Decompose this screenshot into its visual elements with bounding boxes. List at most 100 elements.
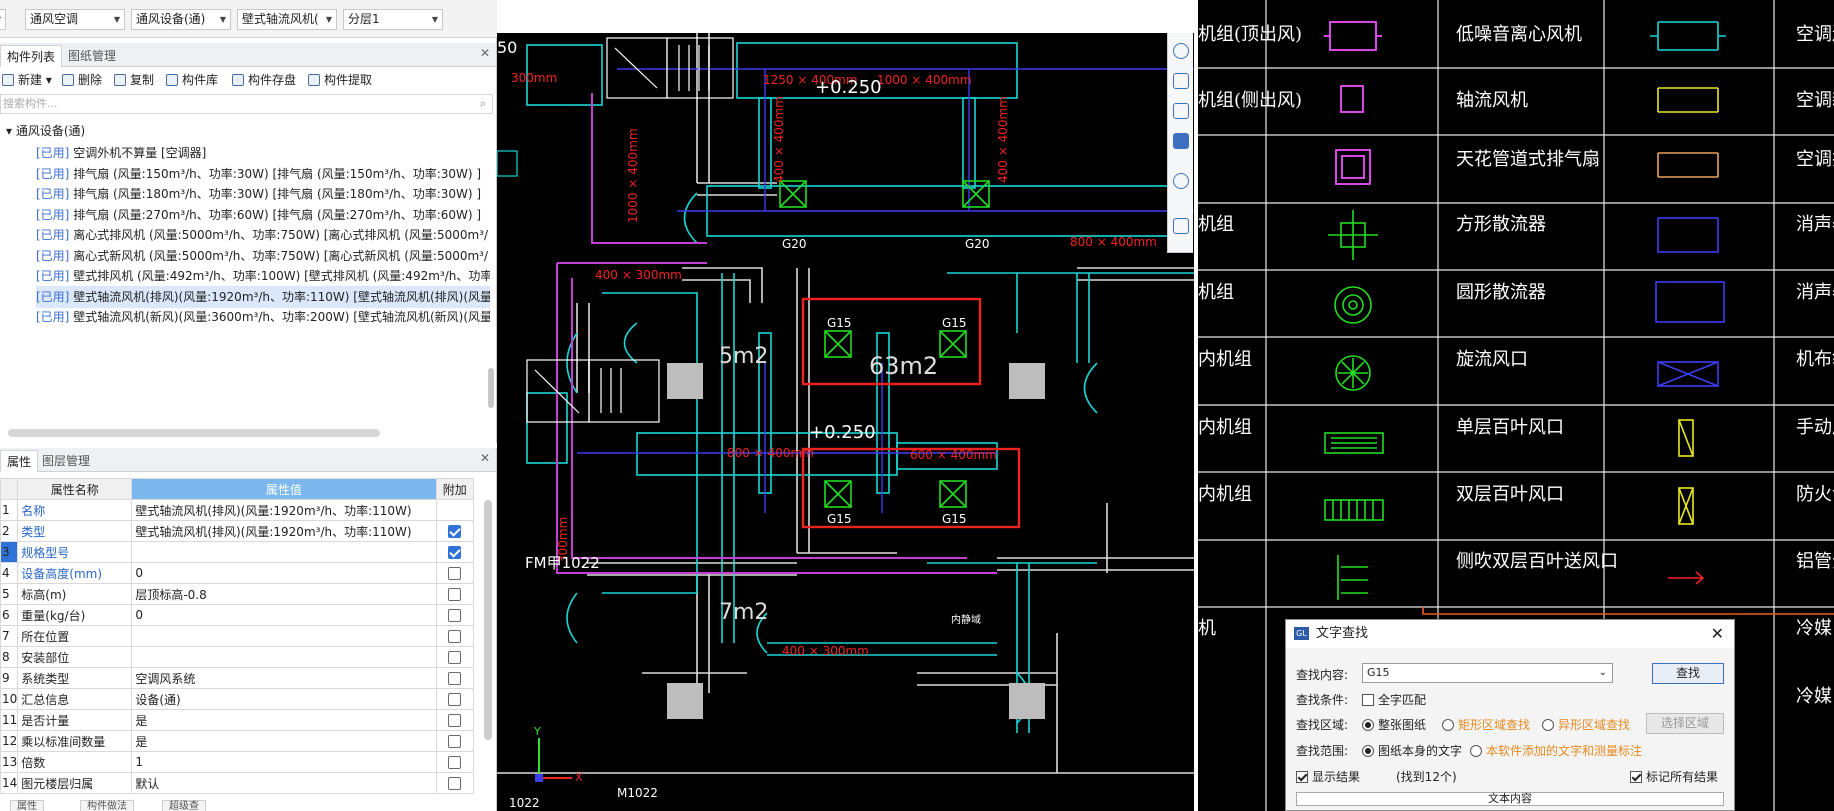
tab-attr[interactable]: 属性: [10, 800, 44, 811]
checkbox-checked-icon[interactable]: [448, 546, 462, 559]
checkbox-icon[interactable]: [448, 714, 462, 727]
range-option-added[interactable]: 本软件添加的文字和测量标注: [1470, 742, 1642, 759]
checkbox-icon[interactable]: [448, 588, 462, 601]
checkbox-icon[interactable]: [448, 630, 462, 643]
checkbox-checked-icon[interactable]: [448, 525, 462, 538]
property-value[interactable]: [131, 625, 437, 647]
tab-drawing-management[interactable]: 图纸管理: [68, 49, 117, 63]
chevron-down-icon[interactable]: ⌄: [1598, 667, 1607, 678]
close-icon[interactable]: ✕: [479, 46, 490, 60]
search-input[interactable]: 搜索构件...⌕: [0, 94, 493, 114]
used-tag: [已用]: [36, 146, 70, 160]
whole-match-checkbox[interactable]: 全字匹配: [1362, 691, 1426, 708]
property-value[interactable]: 壁式轴流风机(排风)(风量:1920m³/h、功率:110W): [131, 499, 437, 521]
checkbox-icon[interactable]: [448, 777, 462, 790]
tree-item[interactable]: [已用] 排气扇 (风量:150m³/h、功率:30W) [排气扇 (风量:15…: [36, 163, 490, 185]
property-value[interactable]: 是: [131, 730, 437, 752]
checkbox-icon[interactable]: [448, 609, 462, 622]
tab-component-list[interactable]: 构件列表: [0, 45, 63, 67]
save-component-button[interactable]: 构件存盘: [232, 70, 296, 90]
cad-viewport[interactable]: 300mm 1250 × 400mm 1000 × 400mm 800 × 40…: [497, 33, 1194, 811]
select-area-button[interactable]: 选择区域: [1646, 713, 1724, 734]
property-value[interactable]: 0: [131, 562, 437, 584]
tree-item[interactable]: [已用] 排气扇 (风量:270m³/h、功率:60W) [排气扇 (风量:27…: [36, 204, 490, 226]
tab-layer-management[interactable]: 图层管理: [42, 454, 91, 468]
library-button[interactable]: 构件库: [166, 70, 218, 90]
tab-method[interactable]: 构件做法: [80, 800, 134, 811]
range-option-drawing[interactable]: 图纸本身的文字: [1362, 742, 1462, 759]
tree-item[interactable]: [已用] 空调外机不算量 [空调器]: [36, 142, 490, 164]
property-value[interactable]: 壁式轴流风机(排风)(风量:1920m³/h、功率:110W): [131, 520, 437, 542]
area-option-irregular[interactable]: 异形区域查找: [1542, 716, 1630, 733]
find-button[interactable]: 查找: [1652, 663, 1724, 684]
checkbox-icon[interactable]: [448, 672, 462, 685]
solid-cube-icon[interactable]: [1173, 133, 1189, 149]
search-icon[interactable]: ⌕: [479, 97, 486, 110]
tree-root[interactable]: ▾ 通风设备(通): [6, 122, 85, 140]
close-icon[interactable]: ✕: [1710, 624, 1724, 643]
checkbox-icon[interactable]: [448, 693, 462, 706]
property-value[interactable]: 0: [131, 604, 437, 626]
layer-icon[interactable]: [1173, 218, 1189, 234]
property-value[interactable]: 空调风系统: [131, 667, 437, 689]
tree-item[interactable]: [已用] 壁式轴流风机(排风)(风量:1920m³/h、功率:110W) [壁式…: [36, 285, 490, 308]
tree-item[interactable]: [已用] 排气扇 (风量:180m³/h、功率:30W) [排气扇 (风量:18…: [36, 183, 490, 205]
orbit-icon[interactable]: [1173, 43, 1189, 59]
close-icon[interactable]: ✕: [479, 451, 490, 465]
property-scrollbar[interactable]: [484, 500, 492, 740]
tree-item[interactable]: [已用] 壁式排风机 (风量:492m³/h、功率:100W) [壁式排风机 (…: [36, 265, 490, 287]
cad-drawing[interactable]: 300mm 1250 × 400mm 1000 × 400mm 800 × 40…: [497, 33, 1194, 811]
row-number: 11: [0, 709, 19, 731]
profession-dropdown[interactable]: 通风空调▼: [25, 9, 125, 30]
property-value[interactable]: 默认: [131, 772, 437, 794]
tab-properties[interactable]: 属性: [0, 450, 39, 472]
property-value[interactable]: [131, 541, 437, 563]
copy-button[interactable]: 复制: [114, 70, 154, 90]
show-results-checkbox[interactable]: 显示结果: [1296, 768, 1360, 785]
tree-horizontal-scrollbar[interactable]: [8, 429, 380, 437]
checkbox-icon[interactable]: [448, 756, 462, 769]
3d-view-icon[interactable]: [1173, 73, 1189, 89]
checkbox-icon[interactable]: [448, 735, 462, 748]
property-value[interactable]: 设备(通): [131, 688, 437, 710]
area-option-rect[interactable]: 矩形区域查找: [1442, 716, 1530, 733]
property-value[interactable]: 层顶标高-0.8: [131, 583, 437, 605]
mark-all-checkbox[interactable]: 标记所有结果: [1630, 768, 1718, 785]
collapse-icon[interactable]: ▾: [6, 124, 16, 138]
property-value[interactable]: [131, 646, 437, 668]
property-value[interactable]: 是: [131, 709, 437, 731]
rotate-icon[interactable]: [1173, 173, 1189, 189]
cube-view-icon[interactable]: [1173, 103, 1189, 119]
area-option-whole[interactable]: 整张图纸: [1362, 716, 1426, 733]
checkbox-icon[interactable]: [448, 651, 462, 664]
tree-item[interactable]: [已用] 壁式轴流风机(新风)(风量:3600m³/h、功率:200W) [壁式…: [36, 306, 490, 328]
component-dropdown[interactable]: 壁式轴流风机(▼: [237, 9, 337, 30]
checkbox-icon[interactable]: [448, 567, 462, 580]
find-content-input[interactable]: G15⌄: [1362, 663, 1613, 683]
layer-dropdown[interactable]: 分层1▼: [343, 9, 443, 30]
new-button[interactable]: 新建 ▾: [2, 70, 52, 90]
truncated-dropdown[interactable]: ▼: [0, 9, 6, 30]
tree-item[interactable]: [已用] 离心式新风机 (风量:5000m³/h、功率:750W) [离心式新风…: [36, 245, 490, 267]
extract-component-button[interactable]: 构件提取: [308, 70, 372, 90]
tree-vertical-scrollbar[interactable]: [488, 368, 494, 408]
delete-button[interactable]: 删除: [62, 70, 102, 90]
tree-item[interactable]: [已用] 离心式排风机 (风量:5000m³/h、功率:750W) [离心式排风…: [36, 224, 490, 246]
type-dropdown[interactable]: 通风设备(通)▼: [131, 9, 231, 30]
property-value[interactable]: 1: [131, 751, 437, 773]
tab-super-query[interactable]: 超级查: [162, 800, 206, 811]
